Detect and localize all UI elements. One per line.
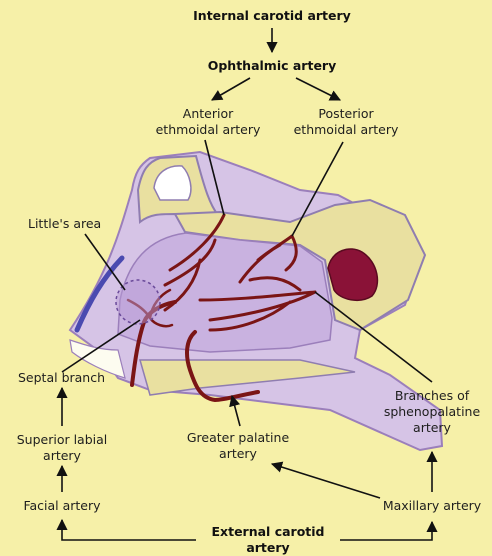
label-sphenopalatine-3: artery: [413, 420, 452, 435]
label-posterior-ethmoidal-2: ethmoidal artery: [294, 122, 399, 137]
label-ophthalmic: Ophthalmic artery: [208, 58, 337, 73]
arrow-external-to-maxillary: [340, 522, 432, 540]
arrow-external-to-facial: [62, 520, 196, 540]
label-littles-area: Little's area: [28, 216, 101, 231]
label-external-carotid-2: artery: [246, 540, 289, 555]
label-septal-branch: Septal branch: [18, 370, 105, 385]
label-internal-carotid: Internal carotid artery: [193, 8, 351, 23]
label-superior-labial-1: Superior labial: [17, 432, 108, 447]
label-sphenopalatine-1: Branches of: [395, 388, 470, 403]
arrow-ophthalmic-to-posterior: [296, 78, 340, 100]
label-anterior-ethmoidal-2: ethmoidal artery: [156, 122, 261, 137]
label-sphenopalatine-2: sphenopalatine: [384, 404, 481, 419]
label-greater-palatine-1: Greater palatine: [187, 430, 290, 445]
arrow-greater-palatine: [232, 396, 240, 426]
label-external-carotid-1: External carotid: [212, 524, 325, 539]
label-maxillary: Maxillary artery: [383, 498, 482, 513]
label-superior-labial-2: artery: [43, 448, 82, 463]
label-facial: Facial artery: [23, 498, 101, 513]
label-anterior-ethmoidal-1: Anterior: [183, 106, 234, 121]
label-posterior-ethmoidal-1: Posterior: [318, 106, 374, 121]
arrow-ophthalmic-to-anterior: [212, 78, 250, 100]
arrow-maxillary-to-greater-palatine: [272, 464, 380, 498]
label-greater-palatine-2: artery: [219, 446, 258, 461]
